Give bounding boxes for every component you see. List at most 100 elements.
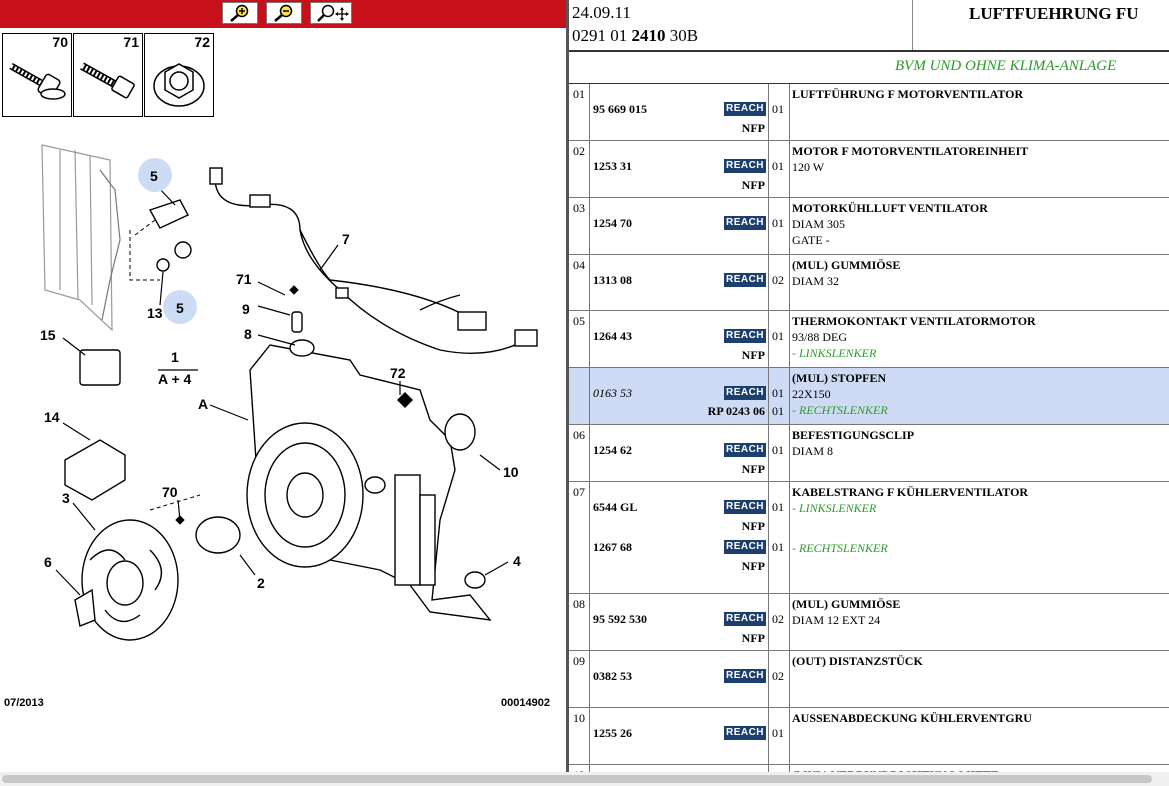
part-number[interactable]: 1254 62 bbox=[593, 443, 632, 457]
parts-list-panel: 24.09.11 0291 01 2410 30B LUFTFUEHRUNG F… bbox=[569, 0, 1169, 772]
reach-badge: REACH bbox=[724, 500, 766, 514]
column-divider bbox=[589, 594, 590, 650]
part-description: (OUT) DISTANZSTÜCK bbox=[792, 654, 923, 668]
callout-71: 71 bbox=[236, 271, 252, 287]
zoom-in-button[interactable] bbox=[222, 2, 258, 24]
quantity: 01 bbox=[772, 102, 784, 116]
table-top-rule bbox=[569, 83, 1169, 84]
reach-badge: REACH bbox=[724, 273, 766, 287]
column-divider bbox=[789, 84, 790, 140]
quantity: 01 bbox=[772, 329, 784, 343]
reach-badge: REACH bbox=[724, 443, 766, 457]
part-number[interactable]: 95 669 015 bbox=[593, 102, 647, 116]
zoom-out-button[interactable] bbox=[266, 2, 302, 24]
column-divider bbox=[768, 255, 769, 310]
nfp-label: NFP bbox=[741, 178, 765, 192]
replacement-part[interactable]: RP 0243 06 bbox=[707, 404, 765, 418]
spec-line: 120 W bbox=[792, 160, 825, 174]
part-box-71: 71 bbox=[73, 33, 143, 117]
header-divider bbox=[912, 0, 913, 50]
quantity: 01 bbox=[772, 443, 784, 457]
part-description: THERMOKONTAKT VENTILATORMOTOR bbox=[792, 314, 1036, 328]
part-number[interactable]: 1255 26 bbox=[593, 726, 632, 740]
callout-15: 15 bbox=[40, 327, 56, 343]
bolt-icon bbox=[9, 62, 66, 100]
variant-note: - RECHTSLENKER bbox=[792, 541, 888, 555]
zoom-in-icon bbox=[230, 4, 249, 22]
column-divider bbox=[789, 765, 790, 772]
table-row[interactable]: 0163 53 REACH 01 RP 0243 06 01 (MUL) STOPFEN 2… bbox=[569, 368, 1169, 425]
column-divider bbox=[589, 368, 590, 424]
scrollbar-thumb[interactable] bbox=[2, 775, 1152, 783]
column-divider bbox=[789, 651, 790, 707]
nfp-label: NFP bbox=[741, 348, 765, 362]
part-number[interactable]: 1254 70 bbox=[593, 216, 632, 230]
header-code-b: 2410 bbox=[631, 26, 666, 45]
part-number[interactable]: 1264 43 bbox=[593, 329, 632, 343]
part-box-72: 72 bbox=[144, 33, 214, 117]
reach-badge: REACH bbox=[724, 386, 766, 400]
subtitle: BVM UND OHNE KLIMA-ANLAGE bbox=[895, 58, 1117, 74]
column-divider bbox=[589, 651, 590, 707]
replacement-quantity: 01 bbox=[772, 404, 784, 418]
nfp-label: NFP bbox=[741, 519, 765, 533]
panel-divider[interactable] bbox=[566, 0, 569, 786]
column-divider bbox=[589, 425, 590, 481]
header-date: 24.09.11 bbox=[572, 3, 631, 22]
callout-a4: A + 4 bbox=[158, 371, 192, 387]
part-description: (MUL) VERBUNDDICHTUNG MITTE bbox=[792, 768, 999, 772]
zoom-pan-button[interactable] bbox=[310, 2, 352, 24]
part-number[interactable]: 1267 68 bbox=[593, 540, 632, 554]
column-divider bbox=[789, 708, 790, 764]
column-divider bbox=[589, 708, 590, 764]
spec-line: DIAM 12 EXT 24 bbox=[792, 613, 881, 627]
reach-badge: REACH bbox=[724, 216, 766, 230]
callout-10: 10 bbox=[503, 464, 519, 480]
quantity: 01 bbox=[772, 386, 784, 400]
reach-badge: REACH bbox=[724, 669, 766, 683]
nfp-label: NFP bbox=[741, 121, 765, 135]
spec-line: 22X150 bbox=[792, 387, 831, 401]
callout-5a: 5 bbox=[150, 168, 158, 184]
reach-badge: REACH bbox=[724, 102, 766, 116]
part-number[interactable]: 95 592 530 bbox=[593, 612, 647, 626]
part-description: (MUL) GUMMIÖSE bbox=[792, 258, 901, 272]
callout-3: 3 bbox=[62, 490, 70, 506]
callout-6: 6 bbox=[44, 554, 52, 570]
column-divider bbox=[768, 198, 769, 254]
row-index: 04 bbox=[573, 258, 585, 272]
table-row[interactable]: 12(MUL) VERBUNDDICHTUNG MITTE bbox=[569, 765, 1169, 772]
column-divider bbox=[789, 141, 790, 197]
part-number[interactable]: 1313 08 bbox=[593, 273, 632, 287]
row-index: 10 bbox=[573, 711, 585, 725]
row-index: 02 bbox=[573, 144, 585, 158]
part-number[interactable]: 6544 GL bbox=[593, 500, 638, 514]
column-divider bbox=[768, 84, 769, 140]
quantity: 02 bbox=[772, 669, 784, 683]
zoom-out-icon bbox=[274, 4, 293, 22]
horizontal-scrollbar[interactable] bbox=[0, 772, 1169, 786]
part-description: LUFTFÜHRUNG F MOTORVENTILATOR bbox=[792, 87, 1024, 101]
column-divider bbox=[589, 255, 590, 310]
row-index: 07 bbox=[573, 485, 585, 499]
part-description: (MUL) STOPFEN bbox=[792, 371, 887, 385]
column-divider bbox=[768, 482, 769, 593]
part-number[interactable]: 1253 31 bbox=[593, 159, 632, 173]
column-divider bbox=[768, 368, 769, 424]
part-description: (MUL) GUMMIÖSE bbox=[792, 597, 901, 611]
reach-badge: REACH bbox=[724, 329, 766, 343]
column-divider bbox=[768, 708, 769, 764]
part-number[interactable]: 0163 53 bbox=[593, 386, 632, 400]
reach-badge: REACH bbox=[724, 540, 766, 554]
part-number[interactable]: 0382 53 bbox=[593, 669, 632, 683]
